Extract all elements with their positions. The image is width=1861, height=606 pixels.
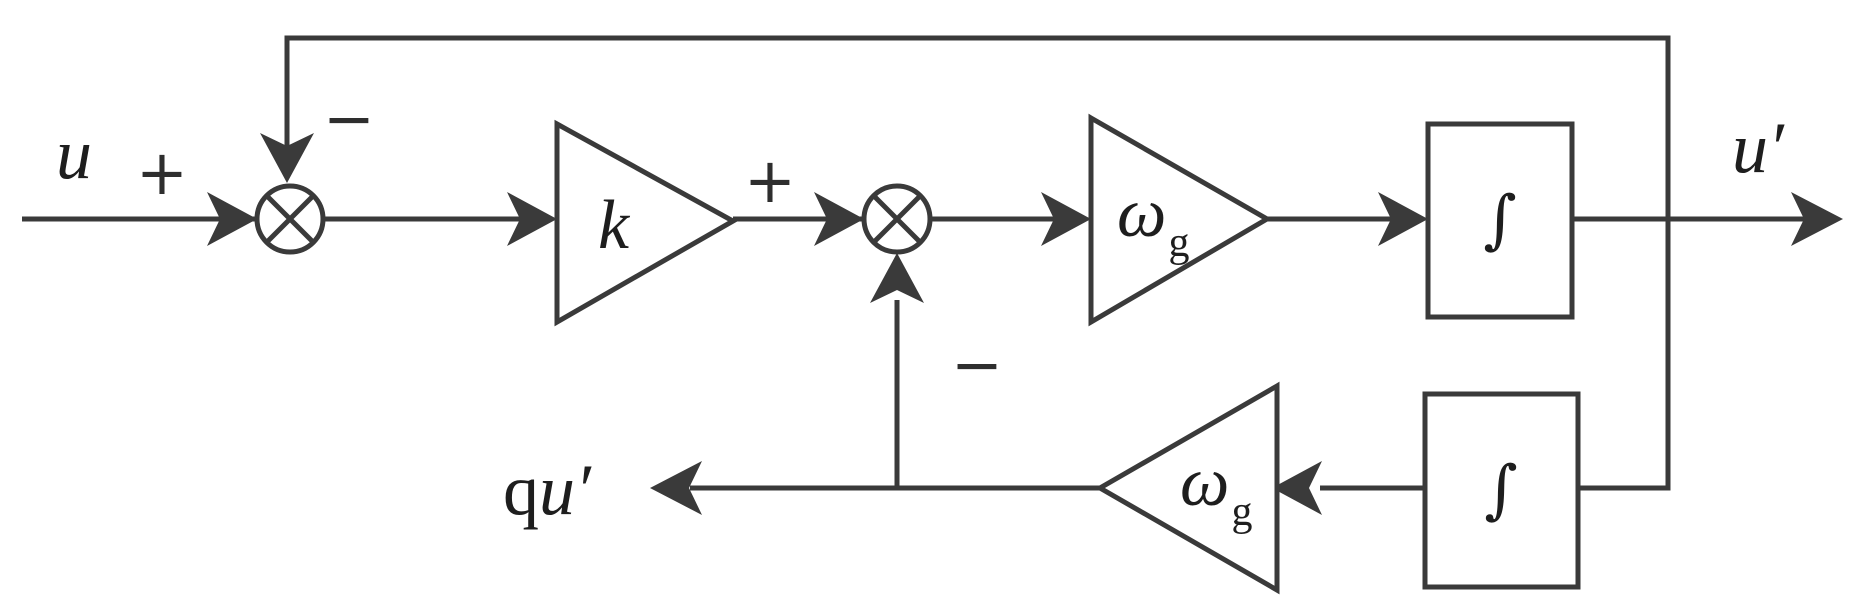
integrator-block-feedback: ∫ bbox=[1422, 391, 1581, 590]
output-label: u′ bbox=[1732, 108, 1785, 188]
summing-junction-2 bbox=[861, 183, 933, 255]
integrator-feedback-symbol: ∫ bbox=[1484, 453, 1517, 527]
sum1-feedback-sign: − bbox=[323, 82, 375, 155]
arrowheads bbox=[207, 133, 1843, 515]
gain-wg-feedback-subscript: g bbox=[1231, 489, 1252, 535]
gain-block-k: k bbox=[554, 119, 739, 327]
summing-junction-1 bbox=[254, 183, 326, 255]
gain-block-wg-forward: ωg bbox=[1088, 113, 1272, 327]
gain-block-wg-feedback: ωg bbox=[1094, 381, 1280, 595]
arrowhead-sum2-feedback bbox=[870, 253, 924, 303]
arrowhead-output-u-prime bbox=[1791, 192, 1843, 246]
arrowhead-into-gain-wg bbox=[1041, 192, 1091, 246]
sum2-feedback-sign: − bbox=[951, 328, 1003, 401]
gain-wg-forward-label: ω bbox=[1117, 175, 1166, 252]
input-label: u bbox=[56, 114, 92, 194]
sum1-input-sign: + bbox=[136, 136, 188, 209]
arrowhead-sum1-feedback bbox=[260, 133, 314, 183]
gain-wg-feedback-label: ω bbox=[1180, 444, 1229, 521]
integrator-block-forward: ∫ bbox=[1425, 121, 1575, 320]
signal-lines bbox=[22, 35, 1810, 491]
arrowhead-into-sum2 bbox=[814, 192, 864, 246]
arrowhead-into-gain-k bbox=[507, 192, 557, 246]
gain-wg-forward-subscript: g bbox=[1168, 220, 1189, 266]
arrowhead-into-lower-gain-wg bbox=[1272, 461, 1322, 515]
arrowhead-quadrature-output bbox=[650, 461, 702, 515]
line-feedback-to-lower-integrator bbox=[1578, 219, 1671, 491]
quadrature-output-label: qu′ bbox=[503, 450, 592, 530]
svg-text:ωg: ωg bbox=[1117, 175, 1189, 266]
svg-text:ωg: ωg bbox=[1180, 444, 1252, 535]
sum2-input-sign: + bbox=[744, 144, 796, 217]
gain-k-label: k bbox=[598, 187, 631, 264]
line-outer-feedback-loop bbox=[284, 35, 1671, 219]
arrowhead-into-integrator bbox=[1378, 192, 1428, 246]
arrowhead-into-sum1 bbox=[207, 192, 257, 246]
integrator-forward-symbol: ∫ bbox=[1483, 183, 1516, 257]
